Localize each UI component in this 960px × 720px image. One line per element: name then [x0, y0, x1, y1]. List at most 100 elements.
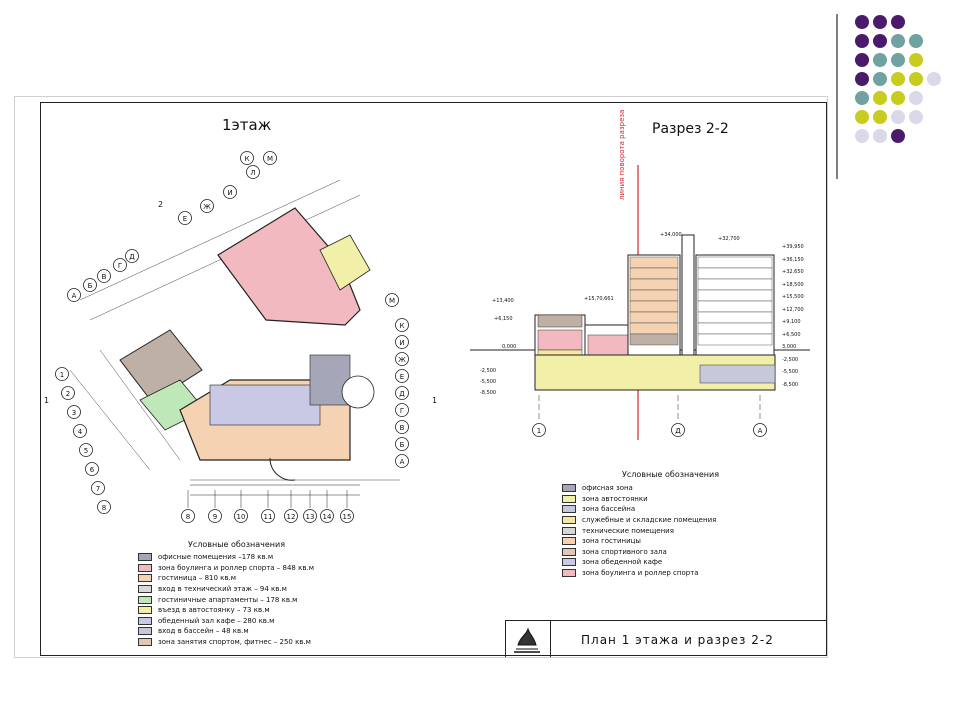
svg-text:1: 1	[60, 371, 64, 379]
svg-text:Г: Г	[400, 407, 404, 415]
decorative-dot	[909, 34, 923, 48]
svg-text:Е: Е	[183, 215, 187, 223]
plan-zone-cafe	[209, 384, 321, 426]
legend-plan-swatch	[138, 638, 152, 647]
section-mark-right: 1	[432, 396, 438, 405]
legend-plan-label: зона занятия спортом, фитнес – 250 кв.м	[158, 638, 311, 647]
legend-section-item: зона обеденной кафе	[562, 557, 782, 568]
legend-section-item: зона автостоянки	[562, 494, 782, 505]
elevation-mark: 0,000	[502, 344, 517, 350]
plan-axis-bubble: И	[223, 185, 237, 199]
legend-plan-label: офисные помещения –178 кв.м	[158, 553, 274, 562]
title-stamp: План 1 этажа и разрез 2-2	[505, 620, 826, 657]
legend-section-swatch	[562, 494, 576, 503]
plan-axis-bubble: Ж	[395, 352, 409, 366]
legend-section-swatch	[562, 547, 576, 556]
plan-axis-bubble: 3	[67, 405, 81, 419]
plan-axis-bubble: 11	[261, 509, 275, 523]
legend-section-label: офисная зона	[582, 484, 633, 493]
stamp-title: План 1 этажа и разрез 2-2	[581, 633, 774, 647]
plan-axis-bubble: Е	[395, 369, 409, 383]
plan-zone-office	[119, 329, 203, 403]
svg-text:4: 4	[78, 428, 83, 436]
drawing-sheet	[40, 102, 827, 656]
legend-plan-item: гостиничные апартаменты – 178 кв.м	[138, 594, 408, 605]
legend-section-swatch	[562, 569, 576, 578]
decorative-dot	[873, 72, 887, 86]
legend-section-item: зона бассейна	[562, 504, 782, 515]
decorative-dot	[855, 34, 869, 48]
plan-axis-bubble: А	[67, 288, 81, 302]
elevation-mark: +39,950	[782, 244, 804, 250]
plan-axis-bubble: 6	[85, 462, 99, 476]
legend-section-label: зона гостиницы	[582, 537, 641, 546]
plan-axis-bubble: 9	[208, 509, 222, 523]
svg-text:Б: Б	[400, 441, 405, 449]
elevation-mark: -2,500	[782, 356, 799, 363]
elevation-mark: +34,000	[660, 232, 682, 238]
decorative-dot	[873, 53, 887, 67]
legend-plan-label: гостиница – 810 кв.м	[158, 574, 237, 583]
plan-axis-bubble: К	[240, 151, 254, 165]
plan-axis-bubble: 8	[181, 509, 195, 523]
legend-section-swatch	[562, 558, 576, 567]
legend-plan-item: обеденный зал кафе – 280 кв.м	[138, 616, 408, 627]
svg-text:Л: Л	[250, 169, 255, 177]
decorative-dot	[873, 34, 887, 48]
decorative-vertical-line	[836, 14, 838, 179]
decorative-dot	[855, 91, 869, 105]
svg-text:3: 3	[72, 409, 76, 417]
decorative-dot	[891, 34, 905, 48]
section-axis-bubble: Д	[671, 423, 685, 437]
plan-axis-bubble: Д	[125, 249, 139, 263]
plan-axis-bubble: 15	[340, 509, 354, 523]
decorative-dot	[909, 110, 923, 124]
decorative-dot	[891, 15, 905, 29]
svg-text:Г: Г	[118, 262, 122, 270]
plan-axis-bubble: 13	[303, 509, 317, 523]
legend-plan-label: зона боулинга и роллер спорта – 848 кв.м	[158, 563, 314, 572]
elevation-mark: +32,700	[718, 236, 740, 242]
elevation-mark: +13,400	[492, 298, 514, 304]
elevation-mark: +12,700	[782, 306, 804, 313]
legend-section-item: служебные и складские помещения	[562, 515, 782, 526]
legend-plan-item: вход в бассейн – 48 кв.м	[138, 626, 408, 637]
decorative-dot	[873, 110, 887, 124]
legend-section-swatch	[562, 484, 576, 493]
decorative-dot	[891, 91, 905, 105]
decorative-dot	[927, 72, 941, 86]
legend-section-label: зона спортивного зала	[582, 547, 667, 556]
legend-section-label: зона автостоянки	[582, 494, 648, 503]
plan-axis-bubble: М	[263, 151, 277, 165]
plan-zone-bowling	[217, 207, 361, 326]
svg-text:8: 8	[186, 513, 190, 521]
decorative-dot	[891, 110, 905, 124]
svg-text:14: 14	[323, 513, 332, 521]
section-title: Разрез 2-2	[652, 121, 729, 137]
plan-axis-bubble: Б	[83, 278, 97, 292]
legend-plan-label: вход в бассейн – 48 кв.м	[158, 627, 249, 636]
svg-text:2: 2	[66, 390, 70, 398]
legend-section-header: Условные обозначения	[622, 470, 720, 479]
legend-plan-item: въезд в автостоянку – 73 кв.м	[138, 605, 408, 616]
plan-axis-bubble: К	[395, 318, 409, 332]
elevation-mark: +15,70,661	[584, 296, 614, 302]
legend-section-item: зона спортивного зала	[562, 547, 782, 558]
section-axis-bubble: 1	[532, 423, 546, 437]
legend-section-label: служебные и складские помещения	[582, 516, 717, 525]
svg-text:М: М	[267, 155, 273, 163]
legend-section-label: технические помещения	[582, 526, 674, 535]
legend-plan: Условные обозначения офисные помещения –…	[138, 540, 408, 647]
legend-plan-swatch	[138, 616, 152, 625]
decorative-dot	[891, 129, 905, 143]
rotation-line-label: линия поворота разреза	[618, 109, 626, 200]
legend-plan-swatch	[138, 574, 152, 583]
plan-axis-bubble: 1	[55, 367, 69, 381]
decorative-dot	[855, 53, 869, 67]
legend-plan-header: Условные обозначения	[188, 540, 286, 549]
city-emblem-icon	[514, 627, 540, 653]
decorative-dot	[909, 91, 923, 105]
decorative-dot	[855, 72, 869, 86]
svg-text:А: А	[758, 427, 763, 435]
legend-plan-swatch	[138, 563, 152, 572]
